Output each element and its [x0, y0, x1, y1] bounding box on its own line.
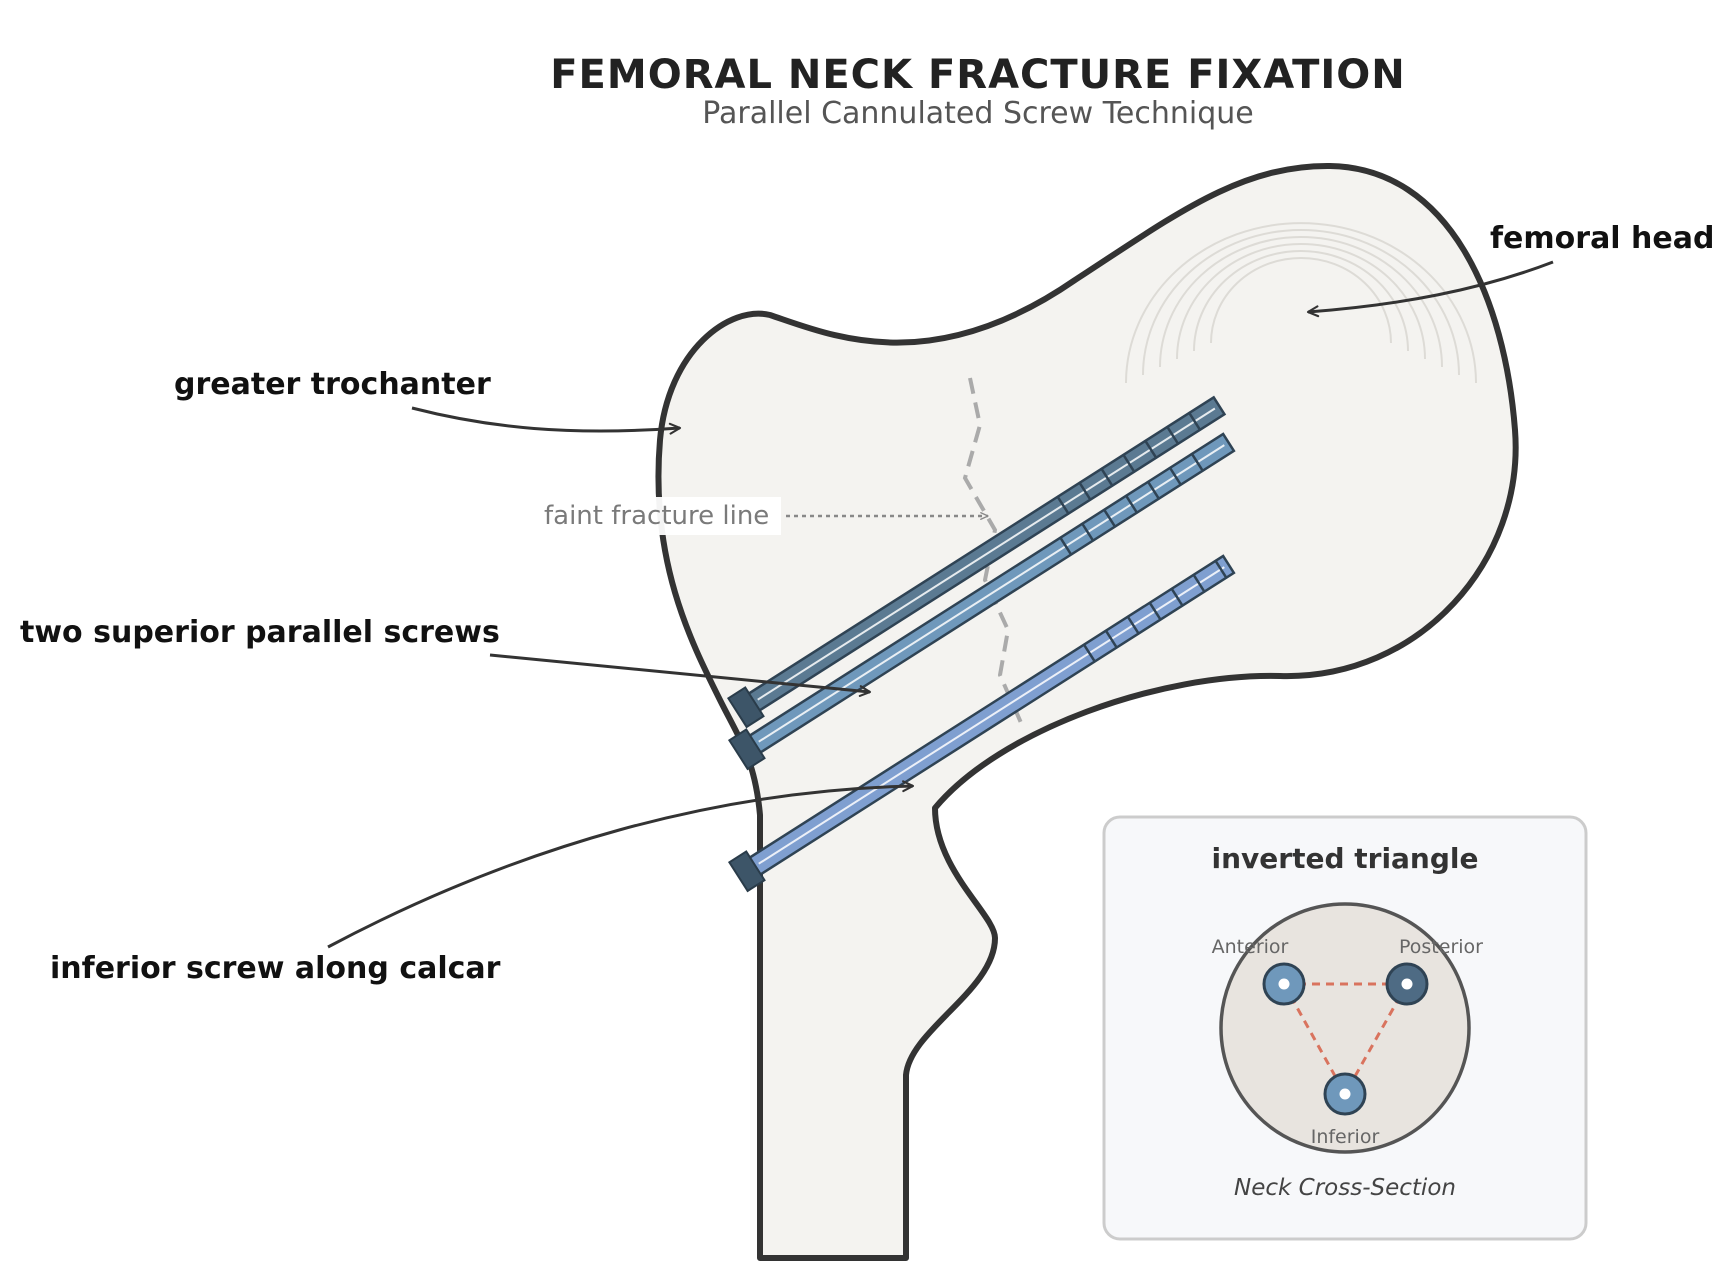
fracture-line-label: faint fracture line [544, 501, 769, 531]
page-subtitle: Parallel Cannulated Screw Technique [702, 96, 1254, 131]
anterior-screw-dot [1262, 962, 1306, 1006]
inferior-screw-arrow [327, 780, 915, 949]
posterior-screw-dot [1385, 962, 1429, 1006]
inferior-screw-dot [1323, 1072, 1367, 1116]
greater-trochanter-label: greater trochanter [174, 367, 491, 402]
femur-outline [655, 162, 1519, 1261]
femoral-head-texture [1125, 222, 1477, 384]
superior-screw-2 [727, 432, 1236, 771]
superior-screws-arrow [489, 653, 872, 697]
superior-screw-1 [726, 395, 1227, 729]
femoral-head-arrow [1306, 260, 1554, 318]
inferior-screw-label: inferior screw along calcar [50, 951, 501, 986]
superior-screws-label: two superior parallel screws [20, 615, 500, 650]
femoral-head-label: femoral head [1490, 221, 1714, 256]
inset-caption: Neck Cross-Section [1234, 1175, 1456, 1201]
inferior-screw [727, 554, 1236, 893]
page-title: FEMORAL NECK FRACTURE FIXATION [550, 52, 1406, 98]
cross-section-inset: inverted triangle Anterior Posterior Inf… [1102, 815, 1588, 1241]
fracture-label-bg [536, 497, 781, 535]
anterior-label: Anterior [1212, 936, 1289, 958]
greater-trochanter-arrow [411, 406, 682, 435]
posterior-label: Posterior [1399, 936, 1483, 958]
inset-title: inverted triangle [1212, 842, 1479, 875]
inferior-label: Inferior [1311, 1126, 1380, 1148]
